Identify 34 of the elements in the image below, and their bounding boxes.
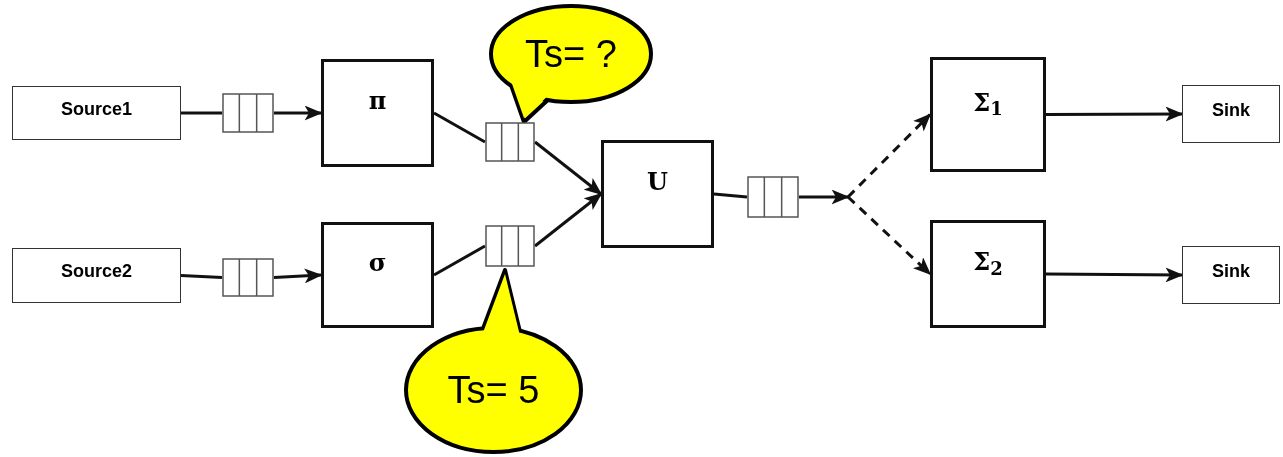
arrow (1046, 106, 1184, 122)
operator-box (321, 59, 434, 167)
arrow (846, 195, 932, 276)
callout-text: Ts= ? (525, 32, 617, 77)
operator-symbol: π (368, 85, 387, 117)
operator-box (321, 222, 434, 328)
endpoint-box (1182, 85, 1280, 143)
arrow (274, 105, 323, 121)
operator-symbol: U (647, 166, 668, 198)
queue-symbol (485, 225, 535, 267)
queue-symbol (222, 93, 274, 133)
arrow (273, 268, 323, 284)
node-label: Sink (1212, 259, 1250, 283)
arrow (799, 189, 850, 205)
queue-symbol (222, 258, 274, 297)
arrow (1046, 267, 1184, 283)
operator-box (930, 220, 1046, 328)
endpoint-box (1182, 246, 1280, 304)
queue-symbol (747, 176, 799, 218)
operator-box (930, 57, 1046, 172)
endpoint-box (12, 86, 181, 140)
queue-symbol (485, 122, 535, 162)
callout-text: Ts= 5 (447, 368, 540, 413)
node-label: Source2 (60, 260, 132, 283)
arrow (534, 140, 603, 196)
arrow (846, 113, 932, 199)
operator-symbol: Σ$_{2}$ (973, 246, 1003, 280)
node-label: Source1 (60, 97, 132, 121)
operator-symbol: σ (368, 247, 387, 279)
endpoint-box (12, 248, 181, 303)
node-label: Sink (1212, 98, 1250, 122)
arrow (534, 192, 603, 248)
operator-box (601, 140, 714, 248)
operator-symbol: Σ$_{1}$ (973, 86, 1003, 121)
